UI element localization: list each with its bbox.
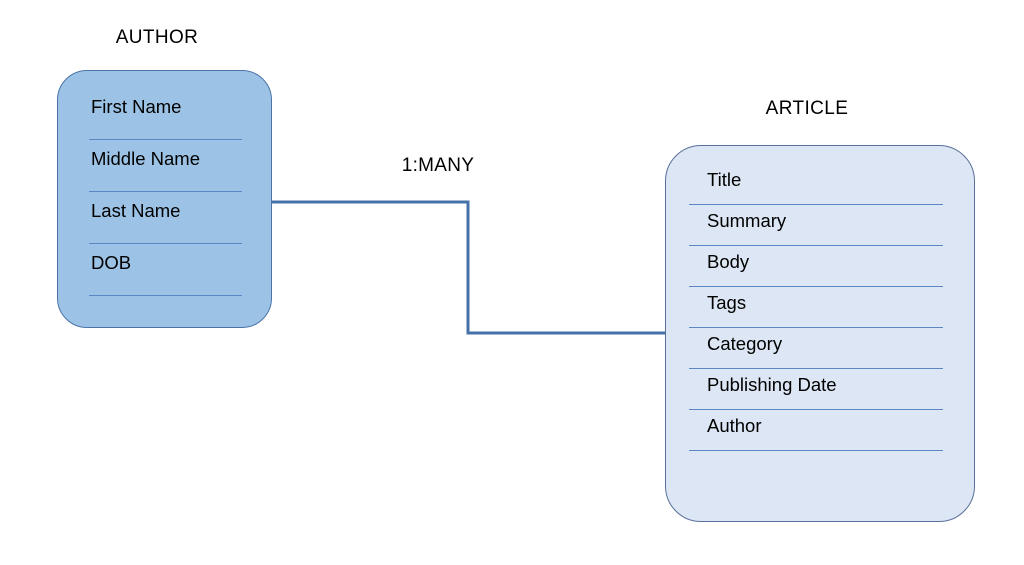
- relationship-connector-path: [272, 200, 665, 335]
- attribute-row[interactable]: Body: [689, 246, 943, 287]
- attribute-row[interactable]: Middle Name: [89, 140, 242, 192]
- attribute-row[interactable]: Author: [689, 410, 943, 451]
- attribute-row[interactable]: Publishing Date: [689, 369, 943, 410]
- attribute-row[interactable]: DOB: [89, 244, 242, 296]
- attribute-row[interactable]: Title: [689, 164, 943, 205]
- entity-box-author[interactable]: First Name Middle Name Last Name DOB: [57, 70, 272, 328]
- entity-title-author: AUTHOR: [115, 27, 199, 48]
- relationship-cardinality-label: 1:MANY: [401, 155, 475, 176]
- attribute-row[interactable]: Last Name: [89, 192, 242, 244]
- entity-title-article: ARTICLE: [765, 98, 849, 119]
- attribute-row[interactable]: Summary: [689, 205, 943, 246]
- attribute-list-author: First Name Middle Name Last Name DOB: [89, 88, 242, 296]
- attribute-row[interactable]: Tags: [689, 287, 943, 328]
- attribute-list-article: Title Summary Body Tags Category Publish…: [689, 164, 943, 451]
- attribute-row[interactable]: First Name: [89, 88, 242, 140]
- entity-box-article[interactable]: Title Summary Body Tags Category Publish…: [665, 145, 975, 522]
- attribute-row[interactable]: Category: [689, 328, 943, 369]
